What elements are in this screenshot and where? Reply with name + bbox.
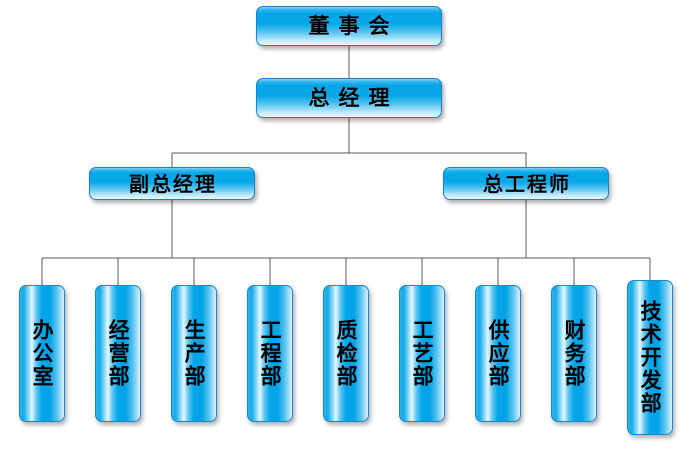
node-label-quality-inspection-dept: 质检部 — [334, 319, 359, 388]
node-label-process-dept: 工艺部 — [410, 319, 435, 388]
node-office[interactable]: 办公室 — [19, 285, 65, 422]
node-supply-dept[interactable]: 供应部 — [475, 285, 521, 422]
node-board[interactable]: 董事会 — [256, 6, 442, 46]
node-label-general-manager: 总经理 — [308, 85, 399, 110]
node-label-deputy-general-manager: 副总经理 — [129, 171, 217, 196]
node-label-engineering-dept: 工程部 — [258, 319, 283, 388]
node-tech-development-dept[interactable]: 技术开发部 — [627, 280, 673, 435]
node-label-business-dept: 经营部 — [106, 319, 131, 388]
node-engineering-dept[interactable]: 工程部 — [247, 285, 293, 422]
node-chief-engineer[interactable]: 总工程师 — [443, 167, 609, 200]
node-label-tech-development-dept: 技术开发部 — [638, 300, 663, 415]
node-process-dept[interactable]: 工艺部 — [399, 285, 445, 422]
node-label-production-dept: 生产部 — [182, 319, 207, 388]
node-business-dept[interactable]: 经营部 — [95, 285, 141, 422]
node-general-manager[interactable]: 总经理 — [256, 78, 442, 118]
node-deputy-general-manager[interactable]: 副总经理 — [89, 167, 255, 200]
node-label-finance-dept: 财务部 — [562, 319, 587, 388]
node-quality-inspection-dept[interactable]: 质检部 — [323, 285, 369, 422]
node-production-dept[interactable]: 生产部 — [171, 285, 217, 422]
node-label-chief-engineer: 总工程师 — [483, 171, 571, 196]
node-label-office: 办公室 — [30, 319, 55, 388]
node-label-supply-dept: 供应部 — [486, 319, 511, 388]
node-label-board: 董事会 — [308, 13, 399, 38]
node-finance-dept[interactable]: 财务部 — [551, 285, 597, 422]
